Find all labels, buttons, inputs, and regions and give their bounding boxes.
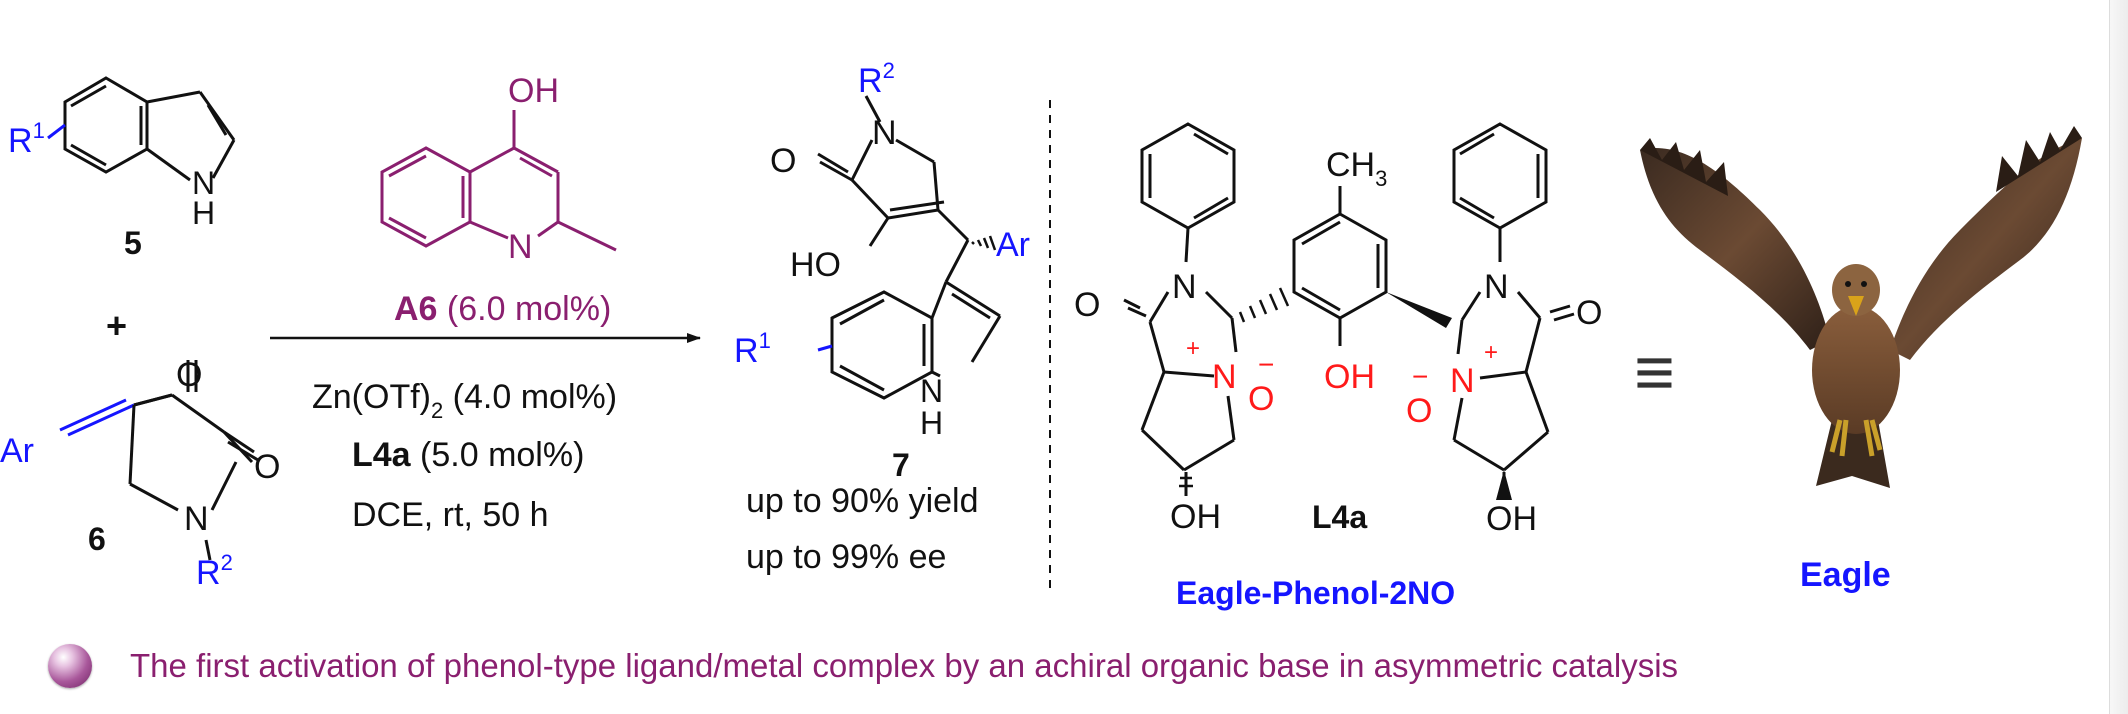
ligand-nitrogen-amide-right: N — [1484, 268, 1509, 306]
plus-sign: + — [106, 305, 127, 346]
compound-label-5: 5 — [124, 225, 142, 261]
ligand-phenol-hydroxyl: OH — [1324, 358, 1375, 396]
ligand-plus-left: + — [1186, 335, 1200, 362]
compound-label-7: 7 — [892, 447, 910, 483]
product-ee: up to 99% ee — [746, 538, 946, 576]
note-text: The first activation of phenol-type liga… — [130, 647, 1679, 684]
ligand-ominus-right: O — [1406, 392, 1432, 430]
indole-substituent: R1 — [8, 118, 45, 160]
ligand-hydroxyl-right: OH — [1486, 500, 1537, 538]
product-hashed-bond — [971, 235, 997, 251]
dione-oxygen-right: O — [254, 448, 280, 486]
product-hydroxyl: HO — [790, 246, 841, 284]
reactant-dione — [59, 360, 259, 561]
ligand-nitrogen-amide-left: N — [1172, 268, 1197, 306]
eagle-caption: Eagle — [1800, 556, 1891, 594]
highlight-note: The first activation of phenol-type liga… — [48, 640, 1678, 692]
dione-substituent: R2 — [196, 550, 233, 592]
additive-label: A6 (6.0 mol%) — [394, 290, 611, 328]
ligand-nplus-right: N — [1450, 362, 1475, 400]
compound-label-6: 6 — [88, 521, 106, 557]
product-oxygen: O — [770, 142, 796, 180]
vertical-scrollbar[interactable] — [2109, 0, 2128, 714]
equivalence-sign: ≡ — [1634, 333, 1675, 411]
ligand-nplus-left: N — [1212, 358, 1237, 396]
bullet-sphere-icon — [48, 644, 92, 688]
ligand-label: L4a — [1312, 499, 1367, 535]
condition-ligand: L4a (5.0 mol%) — [352, 436, 584, 474]
ligand-name: Eagle-Phenol-2NO — [1176, 575, 1455, 611]
product-yield: up to 90% yield — [746, 482, 979, 520]
condition-catalyst: Zn(OTf)2 (4.0 mol%) — [312, 378, 617, 423]
ligand-wedge-bond-lower — [1496, 470, 1512, 500]
product-r1: R1 — [734, 328, 771, 370]
ligand-minus-right: − — [1412, 361, 1428, 392]
product-aryl: Ar — [996, 226, 1030, 264]
reactant-indole — [47, 76, 236, 182]
additive-nitrogen: N — [508, 228, 533, 266]
ligand-methyl: CH3 — [1326, 146, 1387, 191]
product-r2: R2 — [858, 58, 895, 100]
ligand-plus-right: + — [1484, 339, 1498, 366]
product-indole-nitrogen: N — [920, 373, 943, 409]
ligand-carbonyl-left: O — [1074, 286, 1100, 324]
dione-aryl: Ar — [0, 432, 34, 470]
ligand-hashed-bond-left — [1238, 287, 1290, 323]
ligand-hydroxyl-left: OH — [1170, 498, 1221, 536]
dione-oxygen-top: O — [176, 356, 202, 394]
eagle-illustration — [1640, 126, 2082, 488]
product-nitrogen: N — [872, 114, 897, 152]
additive-quinoline — [380, 110, 617, 252]
indole-hydrogen: H — [192, 195, 215, 231]
additive-hydroxyl: OH — [508, 72, 559, 110]
ligand-hashed-bond-lower — [1179, 476, 1193, 488]
ligand-ominus-left: O — [1248, 380, 1274, 418]
ligand-carbonyl-right: O — [1576, 294, 1602, 332]
ligand-minus-left: − — [1258, 349, 1274, 380]
indole-nitrogen: N — [192, 165, 215, 201]
condition-solvent: DCE, rt, 50 h — [352, 496, 549, 534]
dione-nitrogen: N — [184, 500, 209, 538]
ligand-wedge-bond-right — [1386, 292, 1452, 328]
product-indole-hydrogen: H — [920, 405, 943, 441]
product-structure — [817, 95, 1002, 400]
